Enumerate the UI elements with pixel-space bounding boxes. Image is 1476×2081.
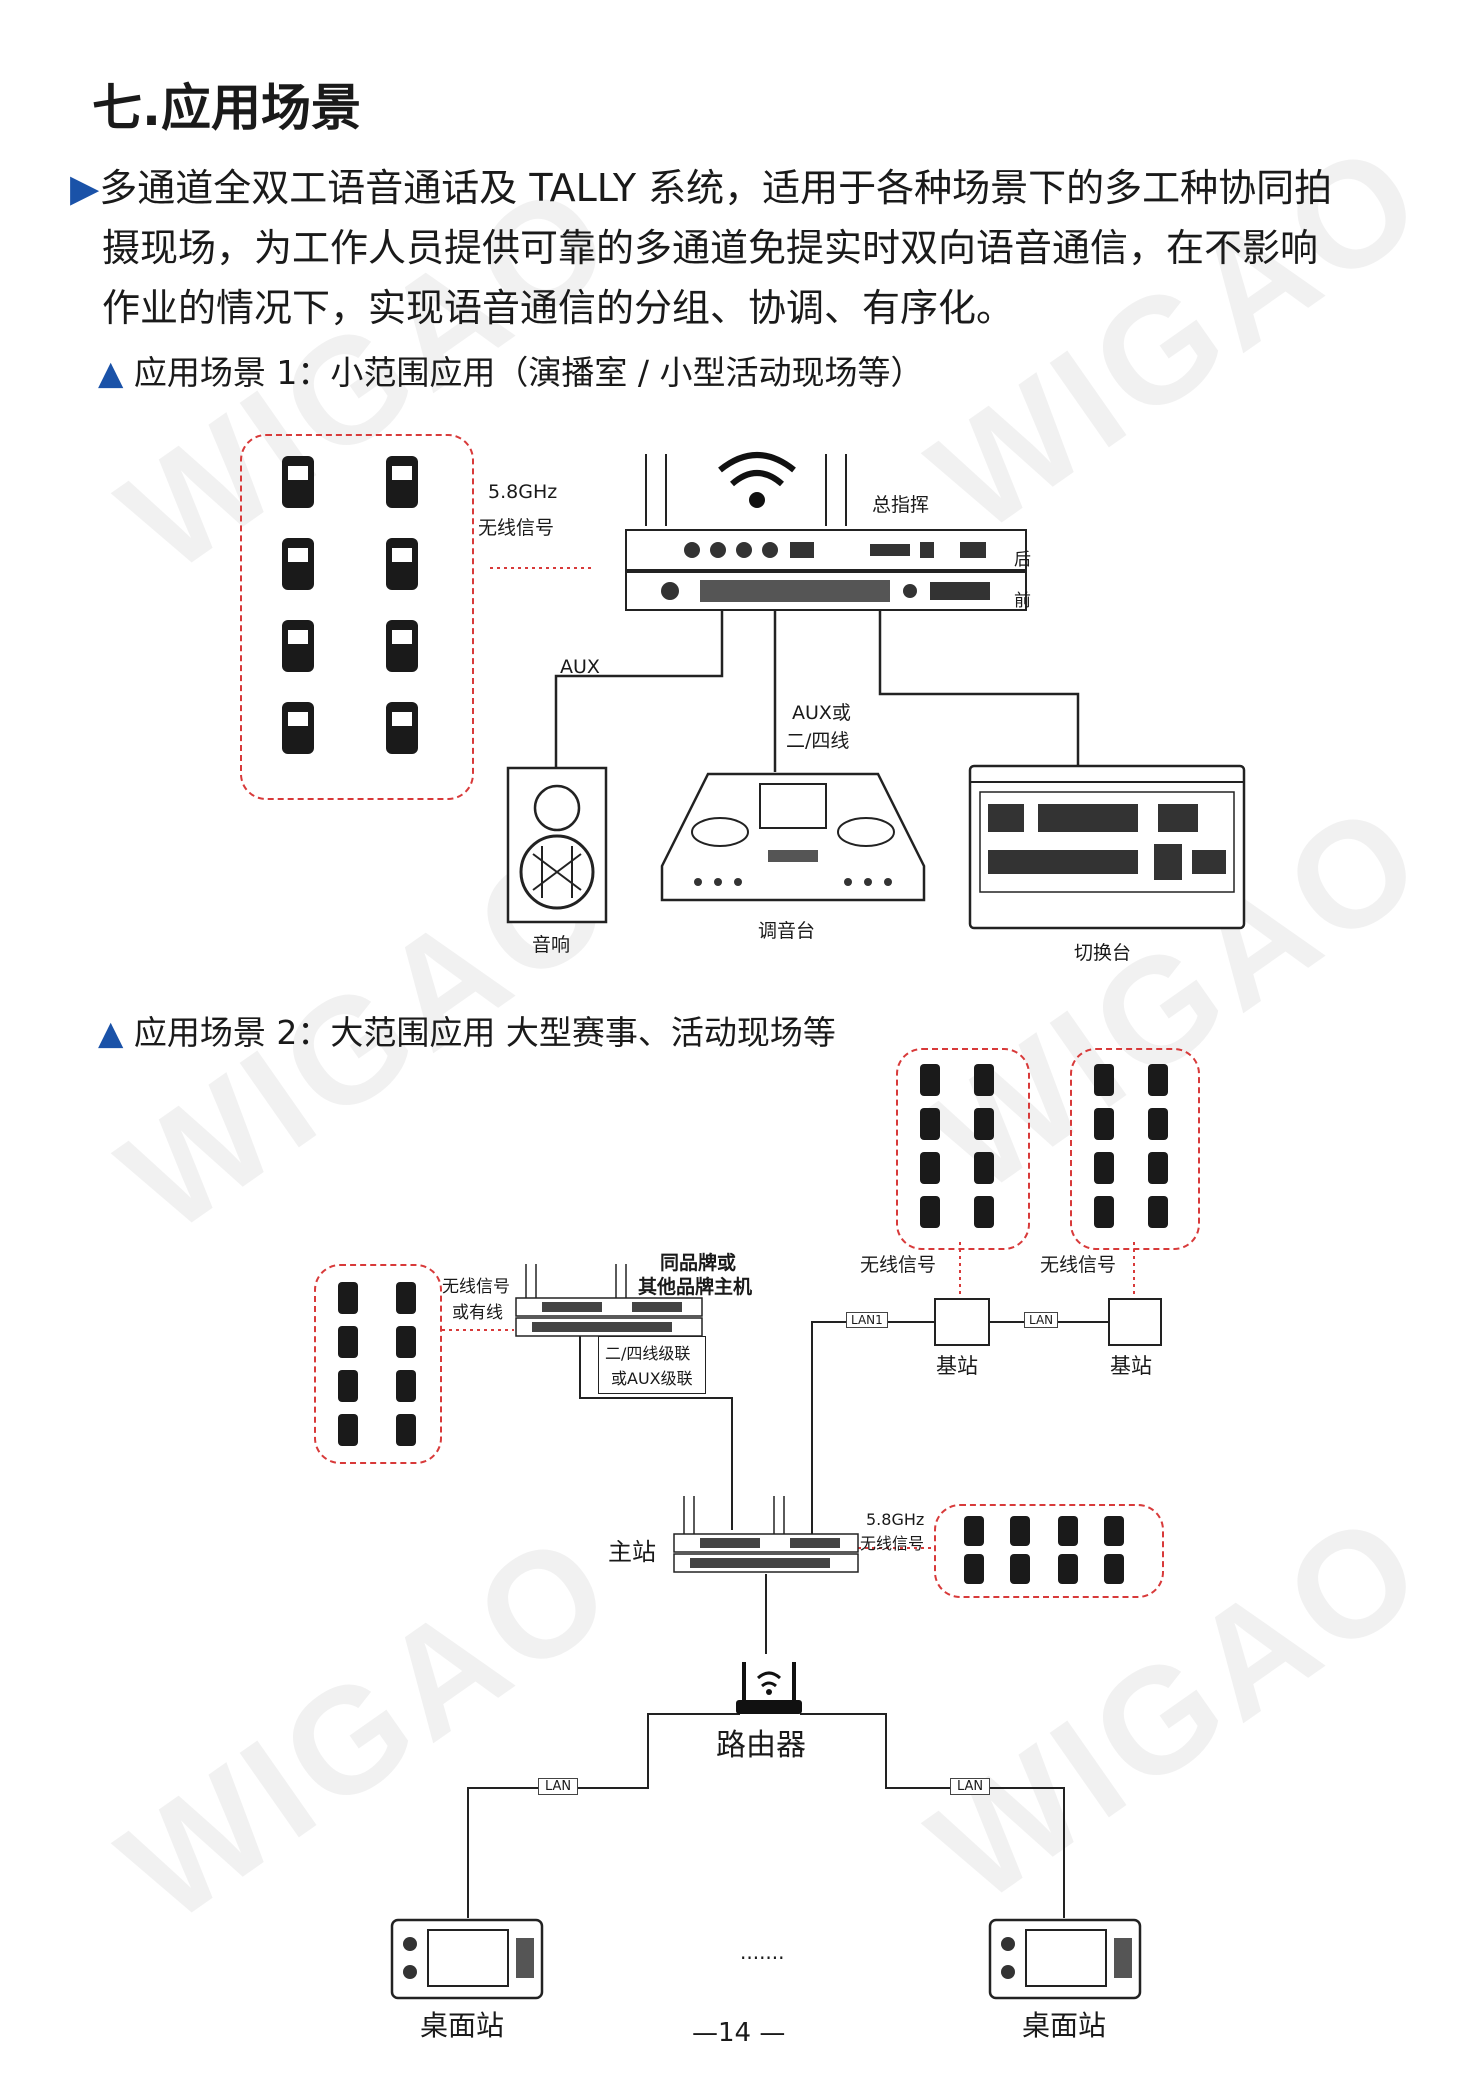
beltpack-icon xyxy=(386,702,418,754)
wireless-signal-label: 无线信号 xyxy=(478,517,555,539)
brand-host-label: 同品牌或 xyxy=(660,1252,737,1274)
beltpack-group xyxy=(314,1264,442,1464)
scene1-heading: ▲ 应用场景 1：小范围应用（演播室 / 小型活动现场等） xyxy=(98,353,924,392)
mixer-icon xyxy=(660,772,926,902)
switcher-label: 切换台 xyxy=(1074,942,1132,964)
main-station-label: 主站 xyxy=(608,1538,656,1566)
front-label: 前 xyxy=(1014,591,1031,611)
desk-station-icon xyxy=(390,1918,544,2000)
lan-tag: LAN xyxy=(538,1778,579,1795)
brand-host-label: 其他品牌主机 xyxy=(638,1276,753,1298)
cascade-label: 二/四线级联 xyxy=(605,1344,691,1363)
wireless-signal-label: 无线信号 xyxy=(1040,1254,1117,1276)
secondary-host-device xyxy=(515,1264,703,1337)
base-station-label: 基站 xyxy=(936,1354,978,1378)
wire-label: 二/四线 xyxy=(786,730,850,752)
wireless-or-wired-label: 或有线 xyxy=(452,1303,503,1323)
beltpack-icon xyxy=(282,456,314,508)
lan1-tag: LAN1 xyxy=(846,1312,888,1328)
beltpack-icon xyxy=(386,538,418,590)
beltpack-group xyxy=(934,1504,1164,1598)
beltpack-group xyxy=(1070,1048,1200,1250)
intro-line-1: ▶多通道全双工语音通话及 TALLY 系统，适用于各种场景下的多工种协同拍 xyxy=(70,166,1333,210)
speaker-label: 音响 xyxy=(532,934,571,956)
master-host-device xyxy=(625,454,1027,611)
switcher-icon xyxy=(968,764,1246,930)
desk-station-label: 桌面站 xyxy=(420,2009,505,2042)
base-station-icon xyxy=(934,1298,990,1346)
wireless-or-wired-label: 无线信号 xyxy=(442,1277,510,1297)
beltpack-icon xyxy=(386,620,418,672)
scene2-heading: ▲ 应用场景 2：大范围应用 大型赛事、活动现场等 xyxy=(98,1013,836,1052)
beltpack-icons xyxy=(964,1516,1124,1584)
mixer-label: 调音台 xyxy=(758,920,816,942)
beltpack-icons xyxy=(282,456,418,754)
page-number: —14 — xyxy=(692,2018,786,2048)
desk-station-label: 桌面站 xyxy=(1022,2009,1107,2042)
router-label: 路由器 xyxy=(716,1728,806,1763)
rear-label: 后 xyxy=(1014,550,1031,570)
beltpack-group xyxy=(240,434,474,800)
lan-tag: LAN xyxy=(1024,1312,1059,1328)
lan-tag: LAN xyxy=(950,1778,991,1795)
beltpack-icon xyxy=(386,456,418,508)
cascade-box: 二/四线级联 或AUX级联 xyxy=(598,1336,706,1394)
beltpack-icon xyxy=(282,702,314,754)
beltpack-icons xyxy=(1094,1064,1168,1228)
base-station-icon xyxy=(1108,1298,1162,1346)
up-triangle-icon: ▲ xyxy=(98,353,124,392)
beltpack-icon xyxy=(282,538,314,590)
beltpack-icon xyxy=(282,620,314,672)
intro-line-3: 作业的情况下，实现语音通信的分组、协调、有序化。 xyxy=(102,286,1015,330)
ellipsis: ....... xyxy=(740,1940,785,1964)
aux-or-label: AUX或 xyxy=(792,702,851,724)
wireless-signal-label: 无线信号 xyxy=(860,1254,937,1276)
up-triangle-icon: ▲ xyxy=(98,1013,124,1052)
wifi-icon xyxy=(718,452,796,508)
desk-station-icon xyxy=(988,1918,1142,2000)
section-title: 七.应用场景 xyxy=(92,79,361,137)
beltpack-icons xyxy=(338,1282,416,1446)
aux-label: AUX xyxy=(560,656,600,678)
wireless-freq-label: 5.8GHz xyxy=(488,481,558,503)
intro-paragraph: ▶多通道全双工语音通话及 TALLY 系统，适用于各种场景下的多工种协同拍 摄现… xyxy=(70,158,1410,338)
beltpack-group xyxy=(896,1048,1030,1250)
speaker-icon xyxy=(506,766,608,924)
freq-label: 5.8GHz xyxy=(866,1510,925,1529)
freq-signal-label: 无线信号 xyxy=(860,1534,925,1553)
router-icon xyxy=(736,1662,802,1714)
beltpack-icons xyxy=(920,1064,994,1228)
bullet-triangle-icon: ▶ xyxy=(70,166,100,210)
master-label: 总指挥 xyxy=(872,494,930,516)
main-station-device xyxy=(673,1496,859,1573)
base-station-label: 基站 xyxy=(1110,1354,1152,1378)
cascade-label: 或AUX级联 xyxy=(611,1369,693,1388)
intro-line-2: 摄现场，为工作人员提供可靠的多通道免提实时双向语音通信，在不影响 xyxy=(102,226,1319,270)
